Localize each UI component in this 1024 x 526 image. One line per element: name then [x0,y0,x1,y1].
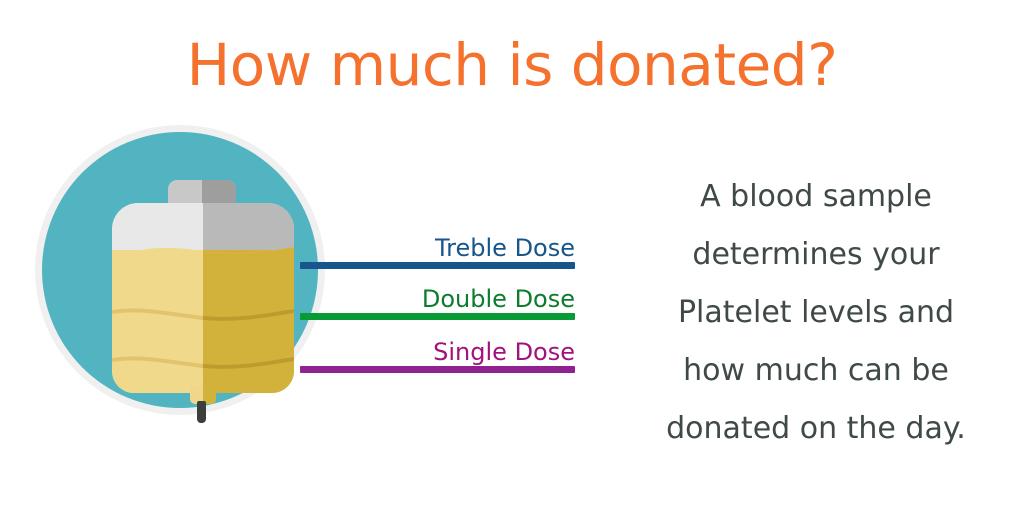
bag-body [112,203,294,393]
bag-fluid [112,250,294,393]
body-line: determines your [692,237,940,272]
callout-line-treble-dose [300,262,575,269]
body-line: donated on the day. [666,411,966,446]
callout-line-double-dose [300,313,575,320]
body-line: A blood sample [700,179,932,214]
bag-fluid-shade [203,250,294,393]
body-line: Platelet levels and [677,295,955,330]
callout-label-single-dose: Single Dose [433,338,575,366]
callout-line-single-dose [300,366,575,373]
fluid-surface-wave [112,247,294,260]
bag-nozzle-tip [197,401,206,423]
body-paragraph: A blood sample determines your Platelet … [618,168,1014,458]
bag-nozzle-stub-shade [203,386,216,404]
page-title: How much is donated? [186,31,838,99]
body-line: how much can be [683,353,949,388]
platelet-bag [112,180,294,423]
donation-bag-illustration [30,120,370,510]
callout-label-treble-dose: Treble Dose [435,234,575,262]
callout-label-double-dose: Double Dose [421,285,575,313]
